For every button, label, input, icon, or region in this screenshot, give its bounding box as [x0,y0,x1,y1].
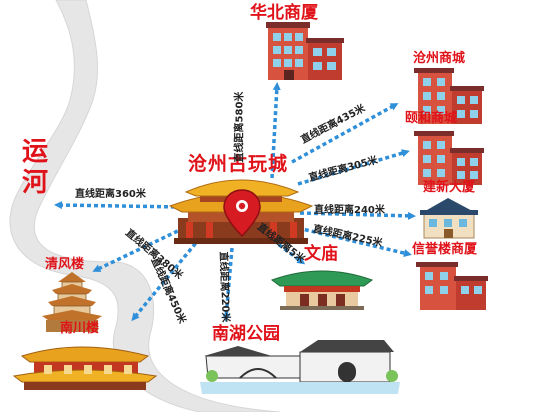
xinyu-label: 信誉楼商厦 [412,242,478,257]
yihe-mall-building-icon [414,131,484,185]
distance-label-nanhu: 直线距离220米 [217,251,231,323]
nanhu-park-icon [200,340,400,394]
qingfeng-label: 清风楼 [45,257,85,272]
arrow-to-nanhu [222,247,234,322]
distance-label-huabei: 直线距离580米 [234,91,246,163]
arrow-to-nanchuan [131,236,202,322]
location-pin-icon [223,189,261,238]
antique-city-title: 沧州古玩城 [188,153,289,175]
cangzhou-mall-label: 沧州商城 [413,51,466,66]
arrow-to-jianxin [299,211,416,220]
qingfeng-tower-icon [42,272,102,332]
nanchuan-label: 南川楼 [60,321,100,336]
arrow-to-qingfeng [92,226,185,272]
jianxin-label: 建新大厦 [423,180,476,195]
distance-label-river: 直线距离360米 [75,189,146,200]
nanchuan-building-icon [12,346,158,390]
jianxin-building-icon [420,198,478,239]
wenmiao-label: 文庙 [304,244,338,264]
distance-label-jianxin: 直线距离240米 [314,205,385,216]
huabei-label: 华北商厦 [250,3,318,23]
arrow-to-cangzhou-mall [291,103,399,164]
nanhu-label: 南湖公园 [212,324,280,344]
xinyu-building-icon [416,262,488,310]
cangzhou-mall-building-icon [414,68,484,124]
arrow-to-river [54,201,183,210]
arrow-to-huabei [270,82,281,179]
river-name-line1: 运 [22,137,49,167]
yihe-mall-label: 颐和商城 [405,111,458,126]
wenmiao-temple-icon [270,270,374,310]
arrow-to-yihe-mall [297,149,410,186]
grand-canal-river [9,0,281,412]
arrow-to-xinyu [297,226,412,257]
huabei-building-icon [266,22,344,80]
distance-arrows [54,82,416,322]
river-name-line2: 河 [22,168,49,198]
